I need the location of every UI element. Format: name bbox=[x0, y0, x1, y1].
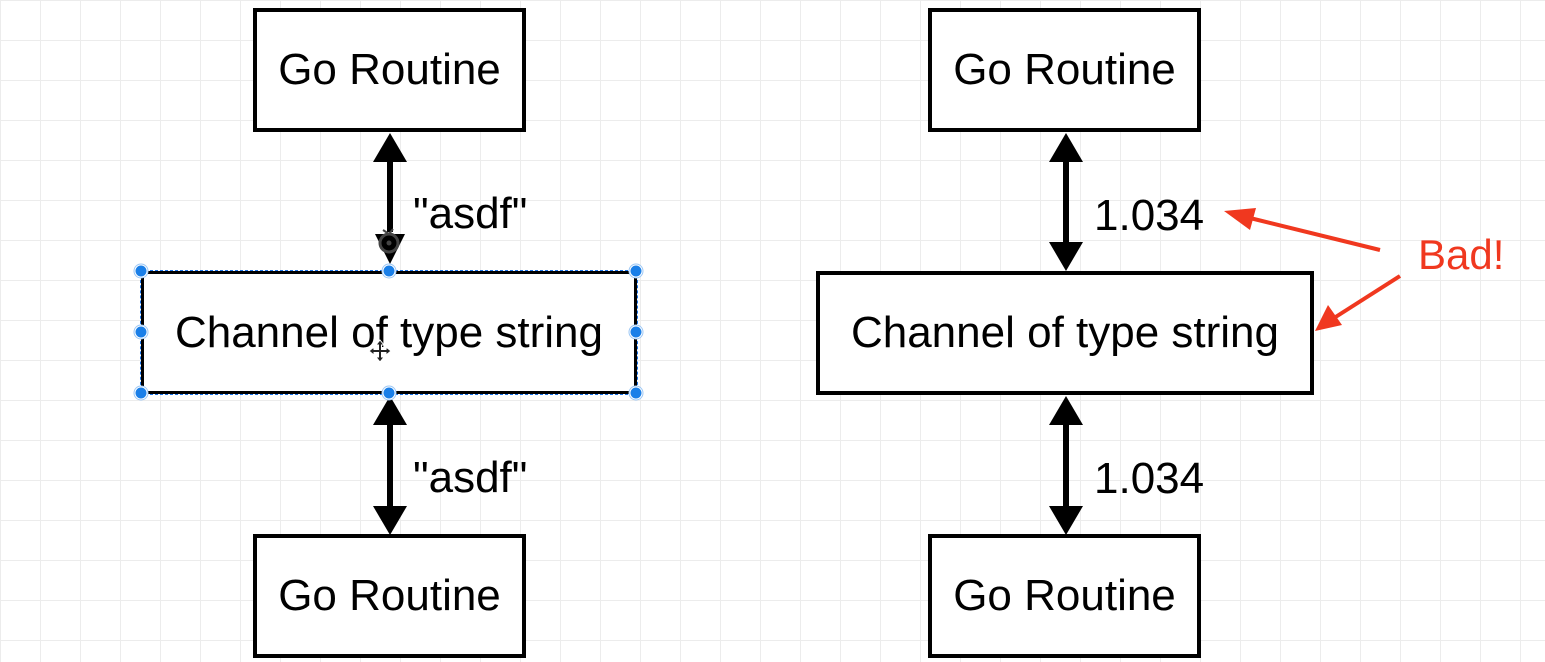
right-top-go-routine-box[interactable]: Go Routine bbox=[928, 8, 1201, 132]
left-top-arrow[interactable] bbox=[373, 133, 407, 264]
resize-handle-bottom-center[interactable] bbox=[382, 386, 396, 400]
rotate-handle-icon[interactable] bbox=[378, 228, 400, 254]
left-top-arrow-label: "asdf" bbox=[413, 189, 528, 238]
resize-handle-top-left[interactable] bbox=[134, 264, 148, 278]
resize-handle-bottom-right[interactable] bbox=[629, 386, 643, 400]
right-bottom-go-routine-box[interactable]: Go Routine bbox=[928, 534, 1201, 658]
left-top-go-routine-label: Go Routine bbox=[278, 45, 501, 94]
bad-annotation-arrow-bottom[interactable] bbox=[1315, 274, 1402, 331]
left-channel-label: Channel of type string bbox=[174, 307, 604, 357]
resize-handle-top-right[interactable] bbox=[629, 264, 643, 278]
left-top-go-routine-box[interactable]: Go Routine bbox=[253, 8, 526, 132]
resize-handle-middle-right[interactable] bbox=[629, 325, 643, 339]
right-channel-box[interactable]: Channel of type string bbox=[816, 271, 1314, 395]
right-bottom-arrow[interactable] bbox=[1049, 396, 1083, 535]
right-top-arrow-label: 1.034 bbox=[1094, 191, 1205, 240]
resize-handle-bottom-left[interactable] bbox=[134, 386, 148, 400]
resize-handle-middle-left[interactable] bbox=[134, 325, 148, 339]
left-bottom-arrow[interactable] bbox=[373, 396, 407, 535]
left-bottom-arrow-label: "asdf" bbox=[413, 453, 528, 502]
left-bottom-go-routine-box[interactable]: Go Routine bbox=[253, 534, 526, 658]
bad-annotation-text[interactable]: Bad! bbox=[1418, 231, 1505, 278]
resize-handle-top-center[interactable] bbox=[382, 264, 396, 278]
right-top-go-routine-label: Go Routine bbox=[953, 45, 1176, 94]
right-bottom-go-routine-label: Go Routine bbox=[953, 571, 1176, 620]
right-bottom-arrow-label: 1.034 bbox=[1094, 454, 1205, 503]
left-bottom-go-routine-label: Go Routine bbox=[278, 571, 501, 620]
left-channel-box[interactable]: Channel of type string bbox=[141, 271, 637, 394]
right-channel-label: Channel of type string bbox=[850, 308, 1280, 357]
bad-annotation-arrow-top[interactable] bbox=[1224, 208, 1381, 252]
right-top-arrow[interactable] bbox=[1049, 133, 1083, 271]
